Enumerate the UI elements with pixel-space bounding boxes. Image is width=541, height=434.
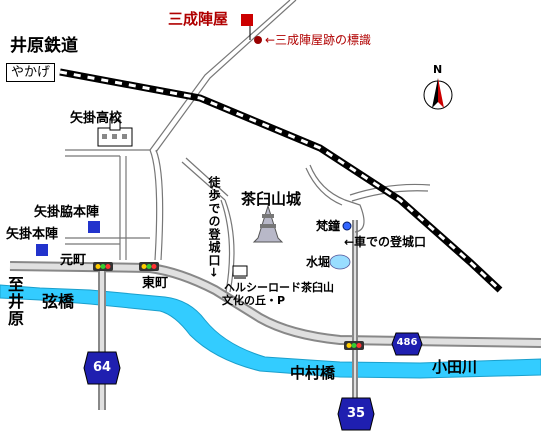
station-name: 井原鉄道 — [10, 36, 78, 56]
parking-icon — [232, 265, 248, 279]
yakage-waki-label: 矢掛脇本陣 — [34, 205, 100, 220]
odagawa-river-label: 小田川 — [432, 358, 478, 376]
route-64-number: 64 — [92, 360, 112, 375]
traffic-light-icon — [139, 262, 159, 271]
traffic-light-icon — [344, 341, 364, 350]
bonsho-label: 梵鐘 — [316, 219, 341, 233]
main-road — [9, 261, 541, 348]
nakamura-bridge-label: 中村橋 — [290, 364, 336, 382]
mizubori-label: 水堀 — [306, 255, 331, 269]
railway — [59, 68, 503, 293]
mitsunari-house-label: 三成陣屋 — [168, 10, 229, 28]
honjin-icon — [36, 244, 48, 256]
river — [0, 284, 541, 379]
waki-honjin-icon — [88, 221, 100, 233]
route-35-number: 35 — [346, 406, 366, 421]
route-64-shield — [83, 351, 121, 385]
house-marker-icon — [241, 14, 253, 26]
yakage-hon-label: 矢掛本陣 — [6, 227, 59, 242]
to-ibara-label: 至井原 — [5, 276, 24, 327]
north-label: N — [433, 63, 443, 76]
chausuyama-castle-label: 茶臼山城 — [241, 190, 302, 208]
compass-icon — [423, 78, 453, 110]
yakage-high-label: 矢掛高校 — [70, 111, 123, 126]
car-route-label: ←車での登城口 — [344, 235, 427, 249]
mitsunari-marker-label: ←三成陣屋跡の標識 — [265, 33, 372, 47]
healthy-road-label: ヘルシーロード茶臼山 — [224, 281, 334, 294]
bell-icon — [342, 221, 352, 231]
route-486-number: 486 — [396, 337, 418, 348]
higashimachi-label: 東町 — [142, 276, 169, 291]
benkyo-bridge-label: 弦橋 — [42, 292, 75, 311]
route-486-shield — [391, 332, 423, 356]
castle-icon — [252, 204, 284, 243]
walk-route-label: 徒歩での登城口→ — [207, 176, 221, 279]
bunka-park-label: 文化の丘・P — [222, 294, 286, 307]
mitsunari-ruin-dot — [254, 36, 262, 44]
motomachi-label: 元町 — [60, 253, 87, 268]
station-box: やかげ — [6, 63, 56, 82]
school-icon — [97, 119, 133, 147]
route-35-shield — [337, 397, 375, 431]
traffic-light-icon — [93, 262, 113, 271]
pond-icon — [329, 254, 351, 270]
